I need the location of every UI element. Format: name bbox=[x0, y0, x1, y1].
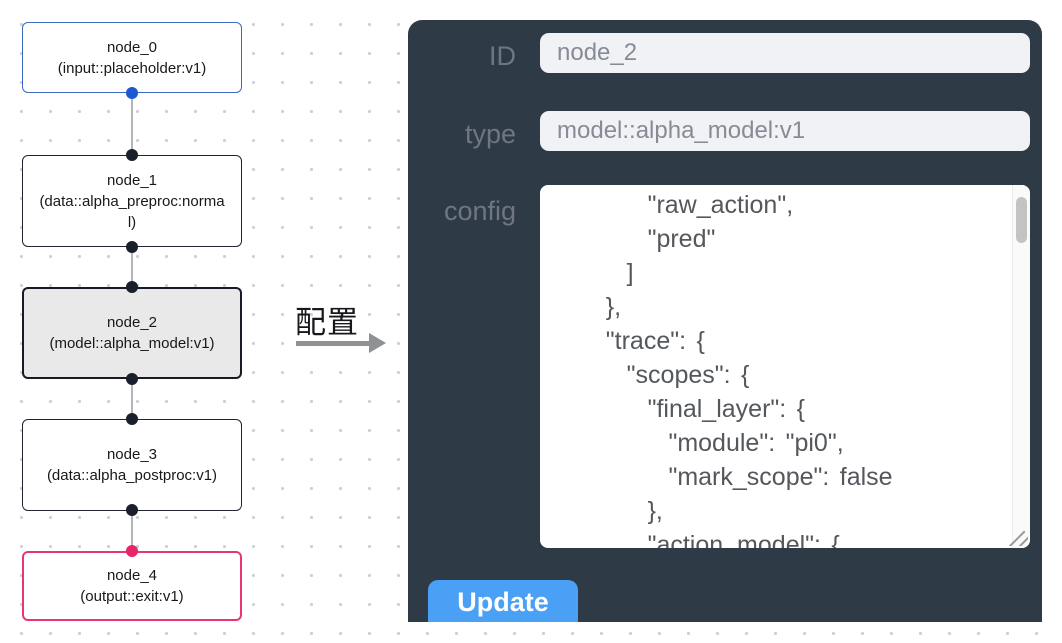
config-annotation-label: 配置 bbox=[295, 305, 359, 340]
config-field-label: config bbox=[443, 196, 516, 226]
node-title: node_4 bbox=[106, 567, 158, 584]
config-scrollbar[interactable] bbox=[1012, 185, 1030, 548]
node-subtitle: (data::alpha_postproc:v1) bbox=[46, 467, 218, 484]
type-input[interactable] bbox=[540, 111, 1030, 151]
config-scrollbar-thumb[interactable] bbox=[1016, 197, 1027, 243]
resize-handle-icon[interactable] bbox=[1008, 526, 1028, 546]
node-title: node_3 bbox=[106, 446, 158, 463]
handle-node2-target[interactable] bbox=[126, 281, 138, 293]
config-json-text: "raw_action", "pred" ] }, "trace": { "sc… bbox=[605, 191, 893, 548]
handle-node0-source[interactable] bbox=[126, 87, 138, 99]
node-config-panel: ID type config "raw_action", "pred" ] },… bbox=[408, 20, 1042, 622]
handle-node1-target[interactable] bbox=[126, 149, 138, 161]
edge-node0-node1 bbox=[131, 93, 133, 155]
node-label: node_3 (data::alpha_postproc:v1) bbox=[36, 444, 228, 486]
handle-node2-source[interactable] bbox=[126, 373, 138, 385]
update-button[interactable]: Update bbox=[428, 580, 578, 622]
node-label: node_0 (input::placeholder:v1) bbox=[36, 37, 228, 79]
flow-node-node3[interactable]: node_3 (data::alpha_postproc:v1) bbox=[22, 419, 242, 511]
node-label: node_1 (data::alpha_preproc:normal) bbox=[36, 170, 228, 233]
flow-node-node0[interactable]: node_0 (input::placeholder:v1) bbox=[22, 22, 242, 93]
id-input[interactable] bbox=[540, 33, 1030, 73]
node-title: node_1 bbox=[106, 171, 158, 189]
arrow-line bbox=[296, 341, 370, 346]
flow-node-node4[interactable]: node_4 (output::exit:v1) bbox=[22, 551, 242, 621]
node-title: node_2 bbox=[106, 314, 158, 331]
node-subtitle: (model::alpha_model:v1) bbox=[49, 335, 215, 352]
node-subtitle: (output::exit:v1) bbox=[80, 588, 184, 605]
config-textarea[interactable]: "raw_action", "pred" ] }, "trace": { "sc… bbox=[540, 185, 1030, 548]
node-title: node_0 bbox=[106, 38, 158, 56]
edge-node1-node2 bbox=[131, 247, 133, 288]
type-field-label: type bbox=[464, 119, 516, 149]
node-subtitle: (data::alpha_preproc:normal) bbox=[39, 192, 225, 231]
edge-node2-node3 bbox=[131, 379, 133, 420]
handle-node1-source[interactable] bbox=[126, 241, 138, 253]
id-field-label: ID bbox=[489, 41, 516, 71]
node-label: node_4 (output::exit:v1) bbox=[36, 565, 228, 607]
handle-node4-target[interactable] bbox=[126, 545, 138, 557]
arrow-right-icon bbox=[369, 333, 386, 353]
handle-node3-target[interactable] bbox=[126, 413, 138, 425]
edge-node3-node4 bbox=[131, 510, 133, 552]
node-label: node_2 (model::alpha_model:v1) bbox=[36, 312, 228, 354]
flow-node-node1[interactable]: node_1 (data::alpha_preproc:normal) bbox=[22, 155, 242, 247]
node-subtitle: (input::placeholder:v1) bbox=[57, 59, 207, 77]
flow-node-node2[interactable]: node_2 (model::alpha_model:v1) bbox=[22, 287, 242, 379]
handle-node3-source[interactable] bbox=[126, 504, 138, 516]
